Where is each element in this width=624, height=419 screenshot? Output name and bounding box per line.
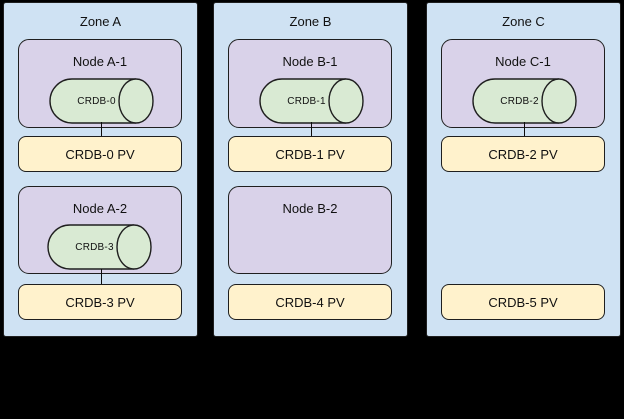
pod-crdb-2-label: CRDB-2: [500, 95, 539, 107]
zone-a-title: Zone A: [79, 14, 122, 29]
connector-line-a1-pv: [101, 122, 102, 137]
zone-a-container: Zone A Node A-1 CRDB-0 CRDB-0 PV Node A-…: [3, 2, 198, 337]
pv-crdb-1-label: CRDB-1 PV: [275, 146, 345, 162]
pv-crdb-0-box: CRDB-0 PV: [18, 136, 182, 172]
pv-crdb-2-box: CRDB-2 PV: [441, 136, 605, 172]
pv-crdb-5-box: CRDB-5 PV: [441, 284, 605, 320]
pv-crdb-2-label: CRDB-2 PV: [488, 146, 558, 162]
pv-crdb-4-label: CRDB-4 PV: [275, 294, 345, 310]
pod-crdb-0-cylinder: CRDB-0: [49, 78, 154, 124]
cylinder-shape-icon: [47, 224, 152, 270]
connector-line-a2-pv: [101, 269, 102, 285]
pv-crdb-3-box: CRDB-3 PV: [18, 284, 182, 320]
node-c1-title: Node C-1: [495, 54, 551, 69]
node-a2-title: Node A-2: [72, 201, 128, 216]
connector-line-c1-pv: [524, 122, 525, 137]
pv-crdb-0-label: CRDB-0 PV: [65, 146, 135, 162]
cylinder-shape-icon: [472, 78, 577, 124]
node-b1-title: Node B-1: [282, 54, 338, 69]
pod-crdb-2-cylinder: CRDB-2: [472, 78, 577, 124]
node-a1-title: Node A-1: [72, 54, 128, 69]
pv-crdb-5-label: CRDB-5 PV: [488, 294, 558, 310]
pv-crdb-1-box: CRDB-1 PV: [228, 136, 392, 172]
pod-crdb-3-label: CRDB-3: [75, 241, 114, 253]
pod-crdb-3-cylinder: CRDB-3: [47, 224, 152, 270]
zone-c-title: Zone C: [502, 14, 545, 29]
pv-crdb-4-box: CRDB-4 PV: [228, 284, 392, 320]
node-b2-box: Node B-2: [228, 186, 392, 274]
pod-crdb-0-label: CRDB-0: [77, 95, 116, 107]
pod-crdb-1-label: CRDB-1: [287, 95, 326, 107]
connector-line-b1-pv: [311, 122, 312, 137]
cylinder-shape-icon: [49, 78, 154, 124]
cylinder-shape-icon: [259, 78, 364, 124]
zone-b-container: Zone B Node B-1 CRDB-1 CRDB-1 PV Node B-…: [213, 2, 408, 337]
zone-c-container: Zone C Node C-1 CRDB-2 CRDB-2 PV CRDB-5 …: [426, 2, 621, 337]
pv-crdb-3-label: CRDB-3 PV: [65, 294, 135, 310]
pod-crdb-1-cylinder: CRDB-1: [259, 78, 364, 124]
zone-b-title: Zone B: [289, 14, 332, 29]
node-b2-title: Node B-2: [282, 201, 338, 216]
